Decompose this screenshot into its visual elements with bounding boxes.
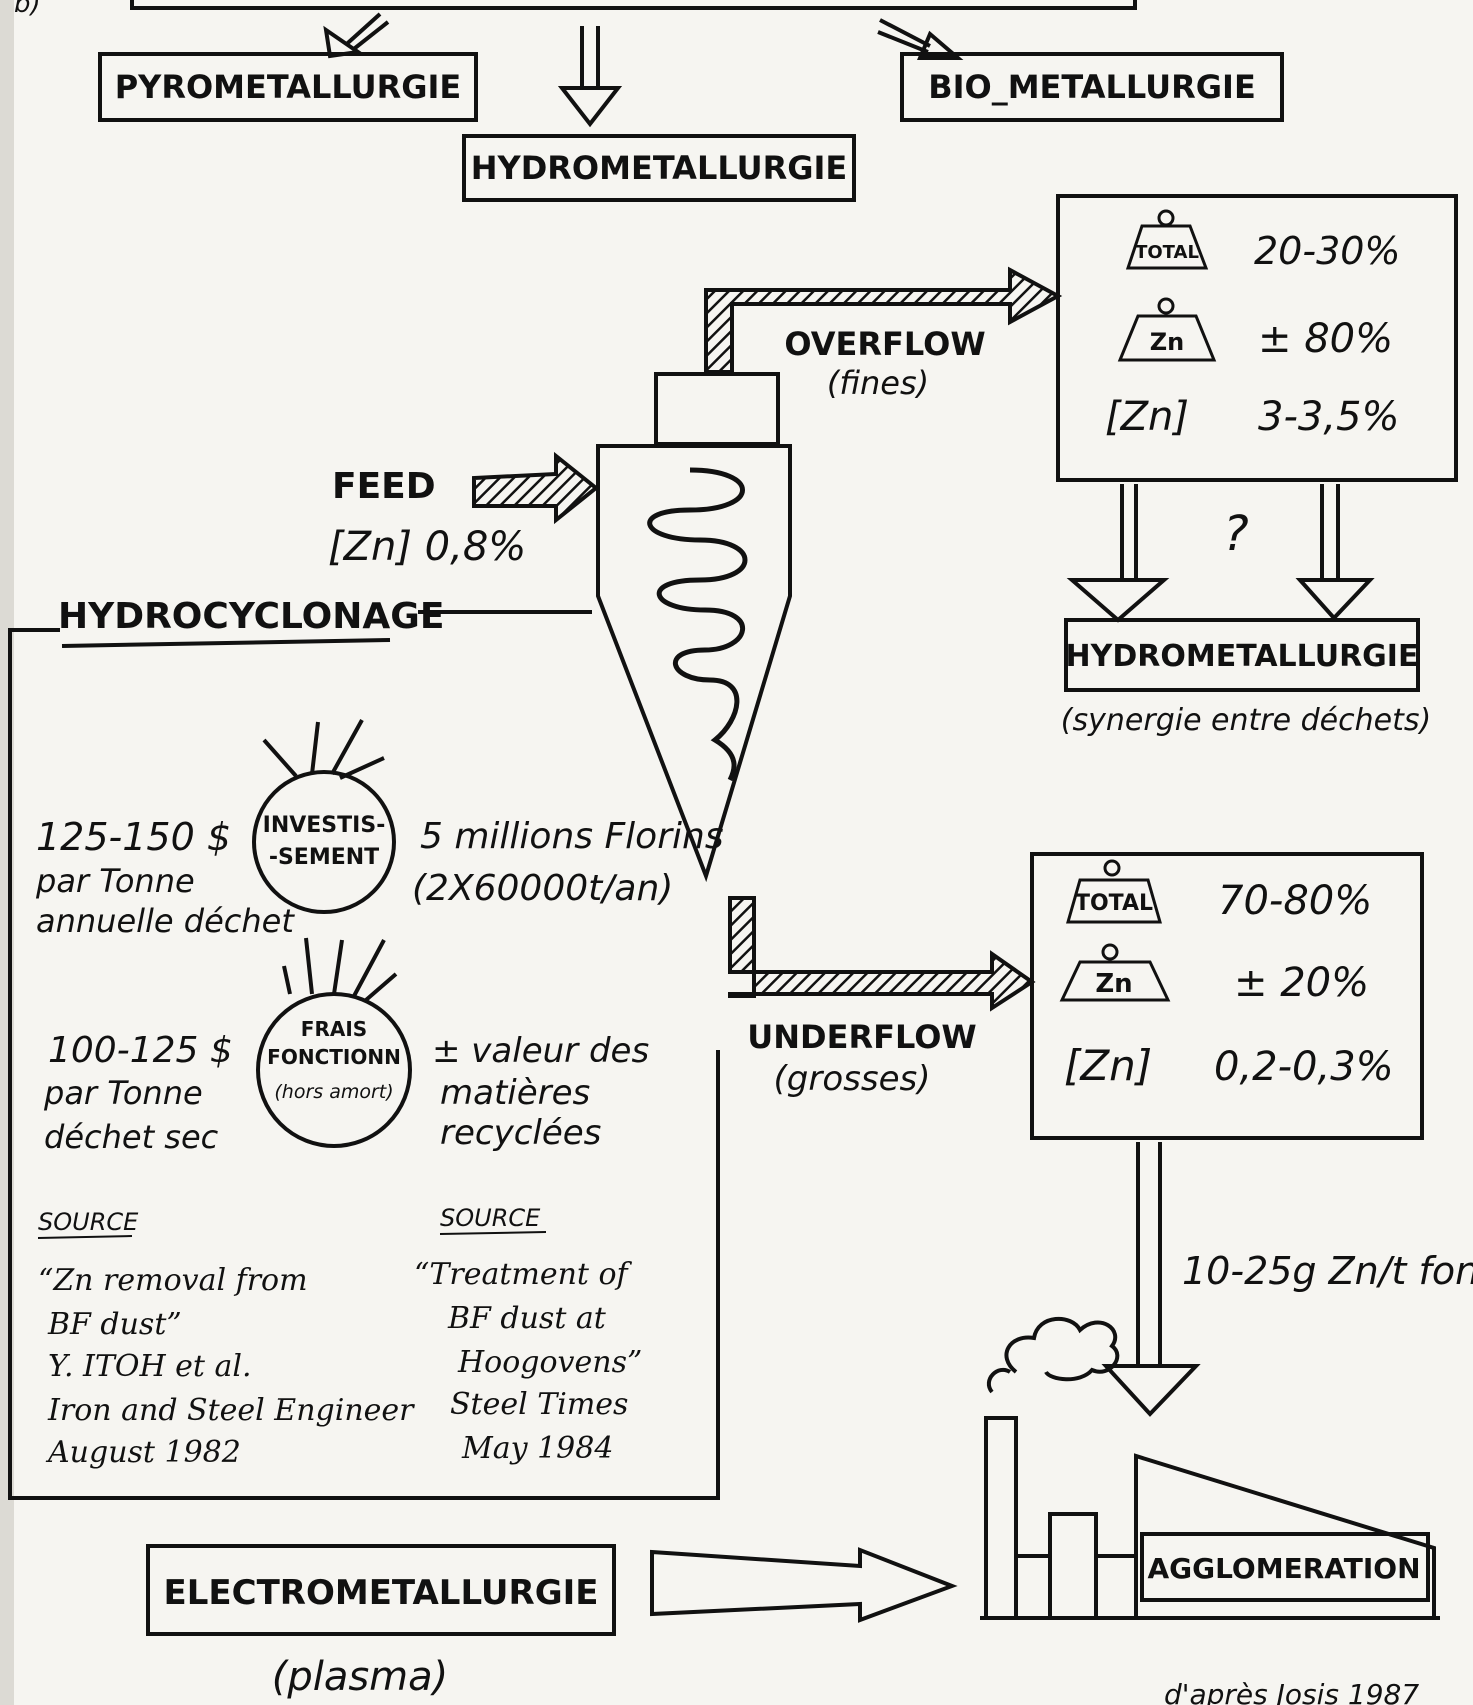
source-left-underline [37,1235,133,1239]
invest-badge-line2: -SEMENT [269,845,379,870]
weight-icon-total-2 [1066,859,1162,924]
operating-cost: 100-125 $ [48,1030,233,1071]
margin-mark: b) [14,0,41,19]
arrow-to-bio [877,18,964,60]
overflow-value-zn: ± 80% [1258,316,1393,362]
underflow-value-zn: ± 20% [1234,960,1369,1006]
electro-box [146,1544,616,1636]
source-right-underline [439,1231,547,1235]
underflow-value-total: 70-80% [1218,878,1372,924]
pyro-label: PYROMETALLURGIE [115,68,462,106]
source-right-line4: Steel Times [450,1387,628,1422]
operating-badge-line1: FRAIS [301,1017,367,1041]
source-right-line3: Hoogovens” [457,1345,642,1380]
invest-badge-line1: INVESTIS- [263,813,386,838]
operating-value-1: ± valeur des [432,1031,649,1071]
arrow-to-agglomeration [1101,1142,1201,1417]
pyro-box [98,52,478,122]
arrow-to-hydro-right-2 [1295,484,1375,621]
electro-sub: (plasma) [272,1654,449,1700]
invest-unit-1: par Tonne [35,862,195,900]
underflow-value-conc: 0,2-0,3% [1214,1044,1394,1090]
underflow-arrow [728,896,1036,1012]
hydro-right-sub: (synergie entre déchets) [1061,703,1431,738]
underflow-label: UNDERFLOW [747,1018,976,1056]
hydro-top-box [462,134,856,202]
hydro-top-label: HYDROMETALLURGIE [471,149,847,187]
underflow-result-box [1030,852,1424,1140]
source-left-line5: August 1982 [45,1435,241,1470]
operating-value-3: recyclées [440,1113,601,1153]
overflow-tag-zn: Zn [1150,328,1185,356]
source-left-line3: Y. ITOH et al. [48,1349,252,1384]
hydrocyclone-device [596,372,792,883]
agglomeration-label: AGGLOMERATION [1147,1552,1420,1585]
invest-amount-1: 5 millions Florins [420,816,724,857]
operating-unit-1: par Tonne [43,1074,203,1112]
source-right-line1: “Treatment of [414,1257,633,1292]
hydro-right-box [1064,618,1420,692]
invest-cost: 125-150 $ [36,815,231,859]
hydrocyclonage-underline [61,638,391,648]
hydrocyclonage-title: HYDROCYCLONAGE [58,596,444,637]
electro-label: ELECTROMETALLURGIE [164,1573,599,1613]
overflow-label: OVERFLOW [784,325,985,363]
underflow-to-plant: 10-25g Zn/t fon [1182,1249,1473,1293]
invest-unit-2: annuelle déchet [36,902,295,940]
overflow-result-box [1056,194,1458,482]
hydrocyclonage-panel-border [8,628,720,1500]
invest-badge [252,719,396,914]
underflow-tag-total: TOTAL [1075,891,1153,916]
source-right-line2: BF dust at [447,1301,607,1336]
bio-box [900,52,1284,122]
bio-label: BIO_METALLURGIE [928,68,1256,106]
weight-icon-total-1 [1125,209,1209,270]
invest-amount-2: (2X60000t/an) [412,868,673,909]
feed-zn: [Zn] 0,8% [328,524,526,570]
operating-unit-2: déchet sec [44,1118,219,1156]
weight-icon-zn-2 [1059,943,1171,1002]
arrow-to-pyro [323,12,390,59]
overflow-sub: (fines) [827,364,929,402]
overflow-tag-conc: [Zn] [1105,394,1189,440]
operating-badge-line2: FONCTIONN [267,1045,401,1069]
source-left-line4: Iron and Steel Engineer [47,1393,415,1428]
agglomeration-plant [980,1316,1440,1620]
arrow-electro-to-agglomeration [650,1547,958,1623]
overflow-value-total: 20-30% [1254,229,1401,273]
operating-badge-line3: (hors amort) [274,1081,393,1103]
feed-arrow [472,451,600,525]
source-left-line2: BF dust” [47,1307,182,1342]
credit-text: d'après Josis 1987 [1164,1678,1419,1705]
source-right-line5: May 1984 [461,1431,613,1466]
overflow-tag-total: TOTAL [1135,242,1199,263]
arrow-to-hydro-right-1 [1066,484,1170,623]
overflow-value-conc: 3-3,5% [1258,394,1400,440]
overflow-question-mark: ? [1223,506,1248,562]
operating-badge [256,937,412,1148]
underflow-tag-conc: [Zn] [1064,1041,1152,1090]
operating-value-2: matières [440,1073,590,1113]
hydro-right-label: HYDROMETALLURGIE [1066,639,1419,674]
overflow-arrow [704,266,1063,374]
source-left-label: SOURCE [38,1208,139,1236]
underflow-sub: (grosses) [774,1059,931,1099]
feed-label: FEED [332,466,436,507]
arrow-to-hydro-top [557,26,623,128]
underflow-tag-zn: Zn [1095,969,1132,999]
source-right-label: SOURCE [440,1204,541,1232]
source-left-line1: “Zn removal from [38,1263,308,1298]
top-box-edge [130,0,1137,10]
weight-icon-zn-1 [1117,297,1217,362]
